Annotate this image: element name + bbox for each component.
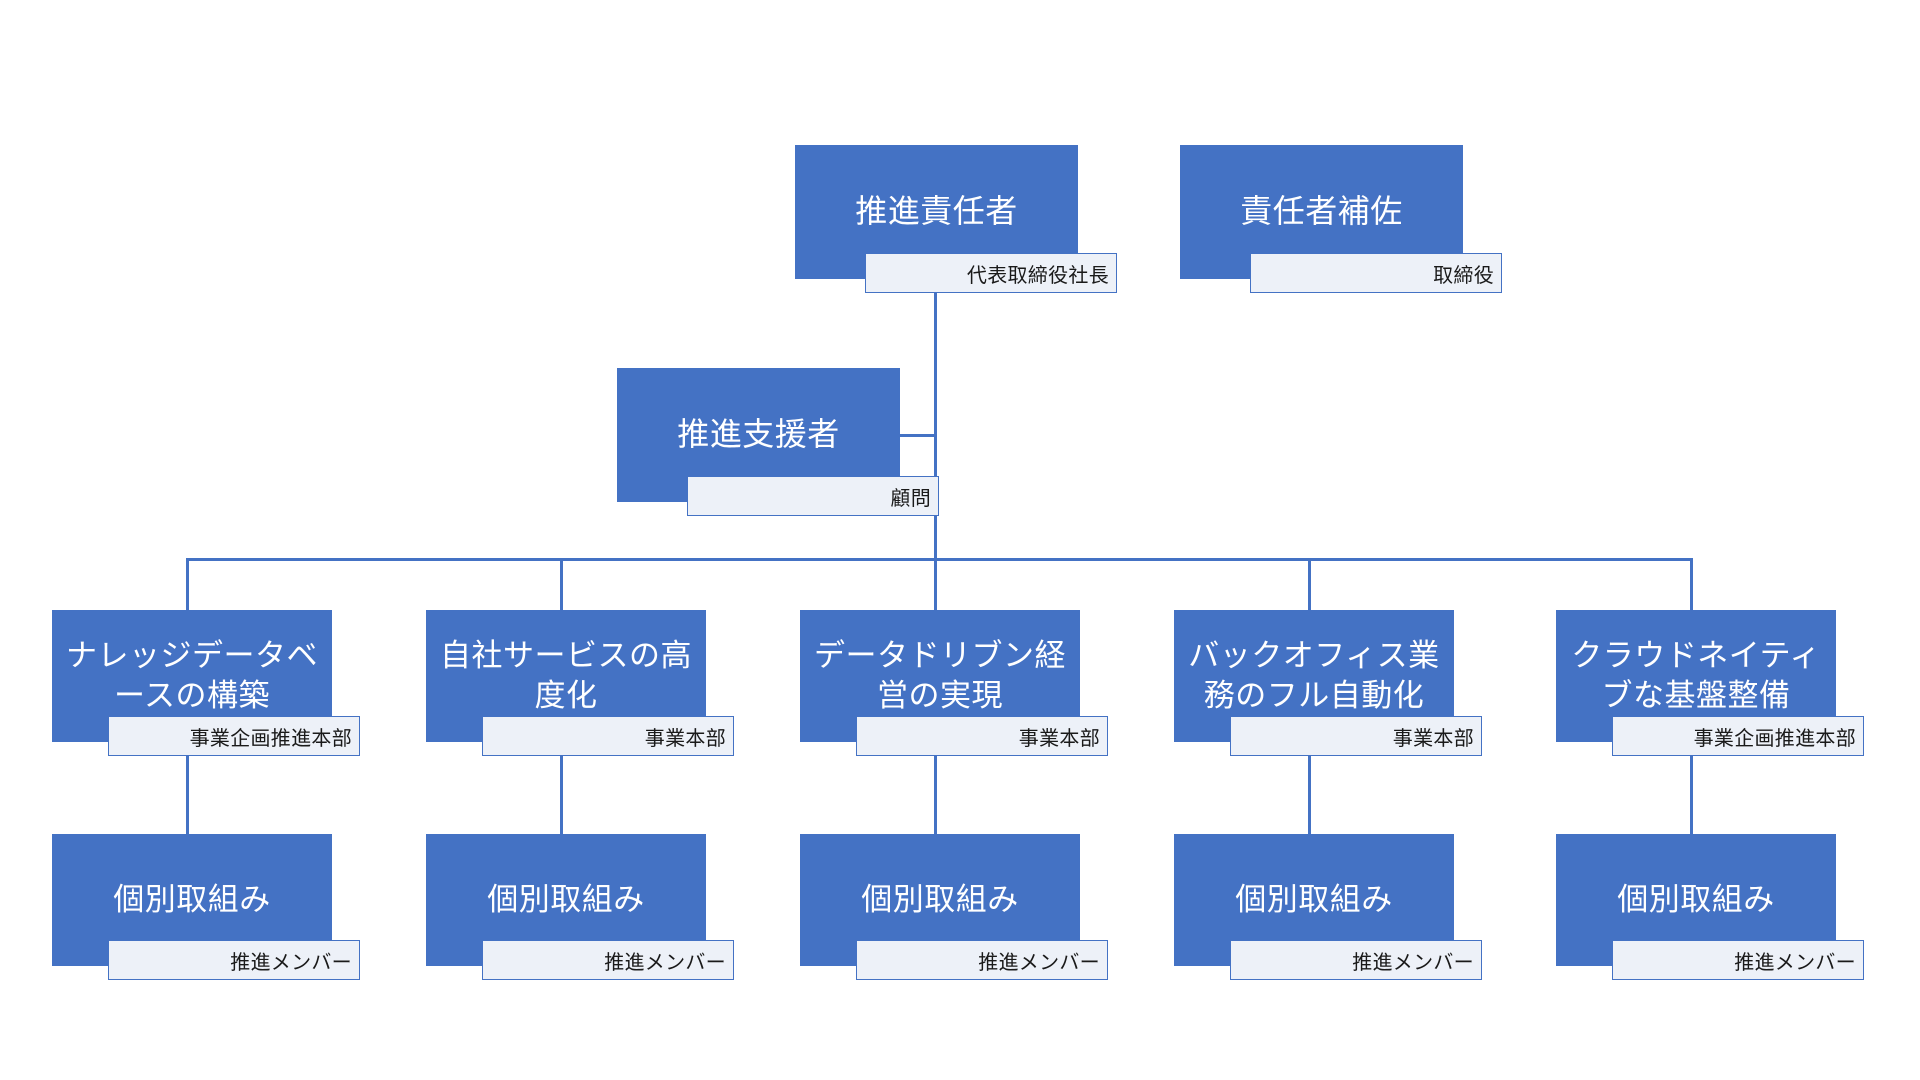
node-leaf-3-owner: 推進メンバー xyxy=(856,940,1108,980)
node-leaf-5-owner: 推進メンバー xyxy=(1612,940,1864,980)
connector-leaf-2 xyxy=(560,744,563,834)
connector-distribution-bar xyxy=(186,558,1692,561)
connector-drop-1 xyxy=(186,558,189,610)
node-leaf-4-owner: 推進メンバー xyxy=(1230,940,1482,980)
node-initiative-1-owner: 事業企画推進本部 xyxy=(108,716,360,756)
node-initiative-2-owner: 事業本部 xyxy=(482,716,734,756)
node-support-role: 顧問 xyxy=(687,476,939,516)
connector-drop-3 xyxy=(934,558,937,610)
connector-drop-4 xyxy=(1308,558,1311,610)
node-leaf-1-owner: 推進メンバー xyxy=(108,940,360,980)
node-initiative-3-owner: 事業本部 xyxy=(856,716,1108,756)
connector-leaf-3 xyxy=(934,744,937,834)
node-leaf-2-owner: 推進メンバー xyxy=(482,940,734,980)
node-deputy-role: 取締役 xyxy=(1250,253,1502,293)
connector-leaf-4 xyxy=(1308,744,1311,834)
connector-trunk-vertical xyxy=(934,292,937,560)
connector-drop-5 xyxy=(1690,558,1693,610)
connector-drop-2 xyxy=(560,558,563,610)
connector-leaf-1 xyxy=(186,744,189,834)
node-initiative-4-owner: 事業本部 xyxy=(1230,716,1482,756)
connector-leaf-5 xyxy=(1690,744,1693,834)
node-leader-role: 代表取締役社長 xyxy=(865,253,1117,293)
node-initiative-5-owner: 事業企画推進本部 xyxy=(1612,716,1864,756)
connector-support-stub xyxy=(900,434,937,437)
